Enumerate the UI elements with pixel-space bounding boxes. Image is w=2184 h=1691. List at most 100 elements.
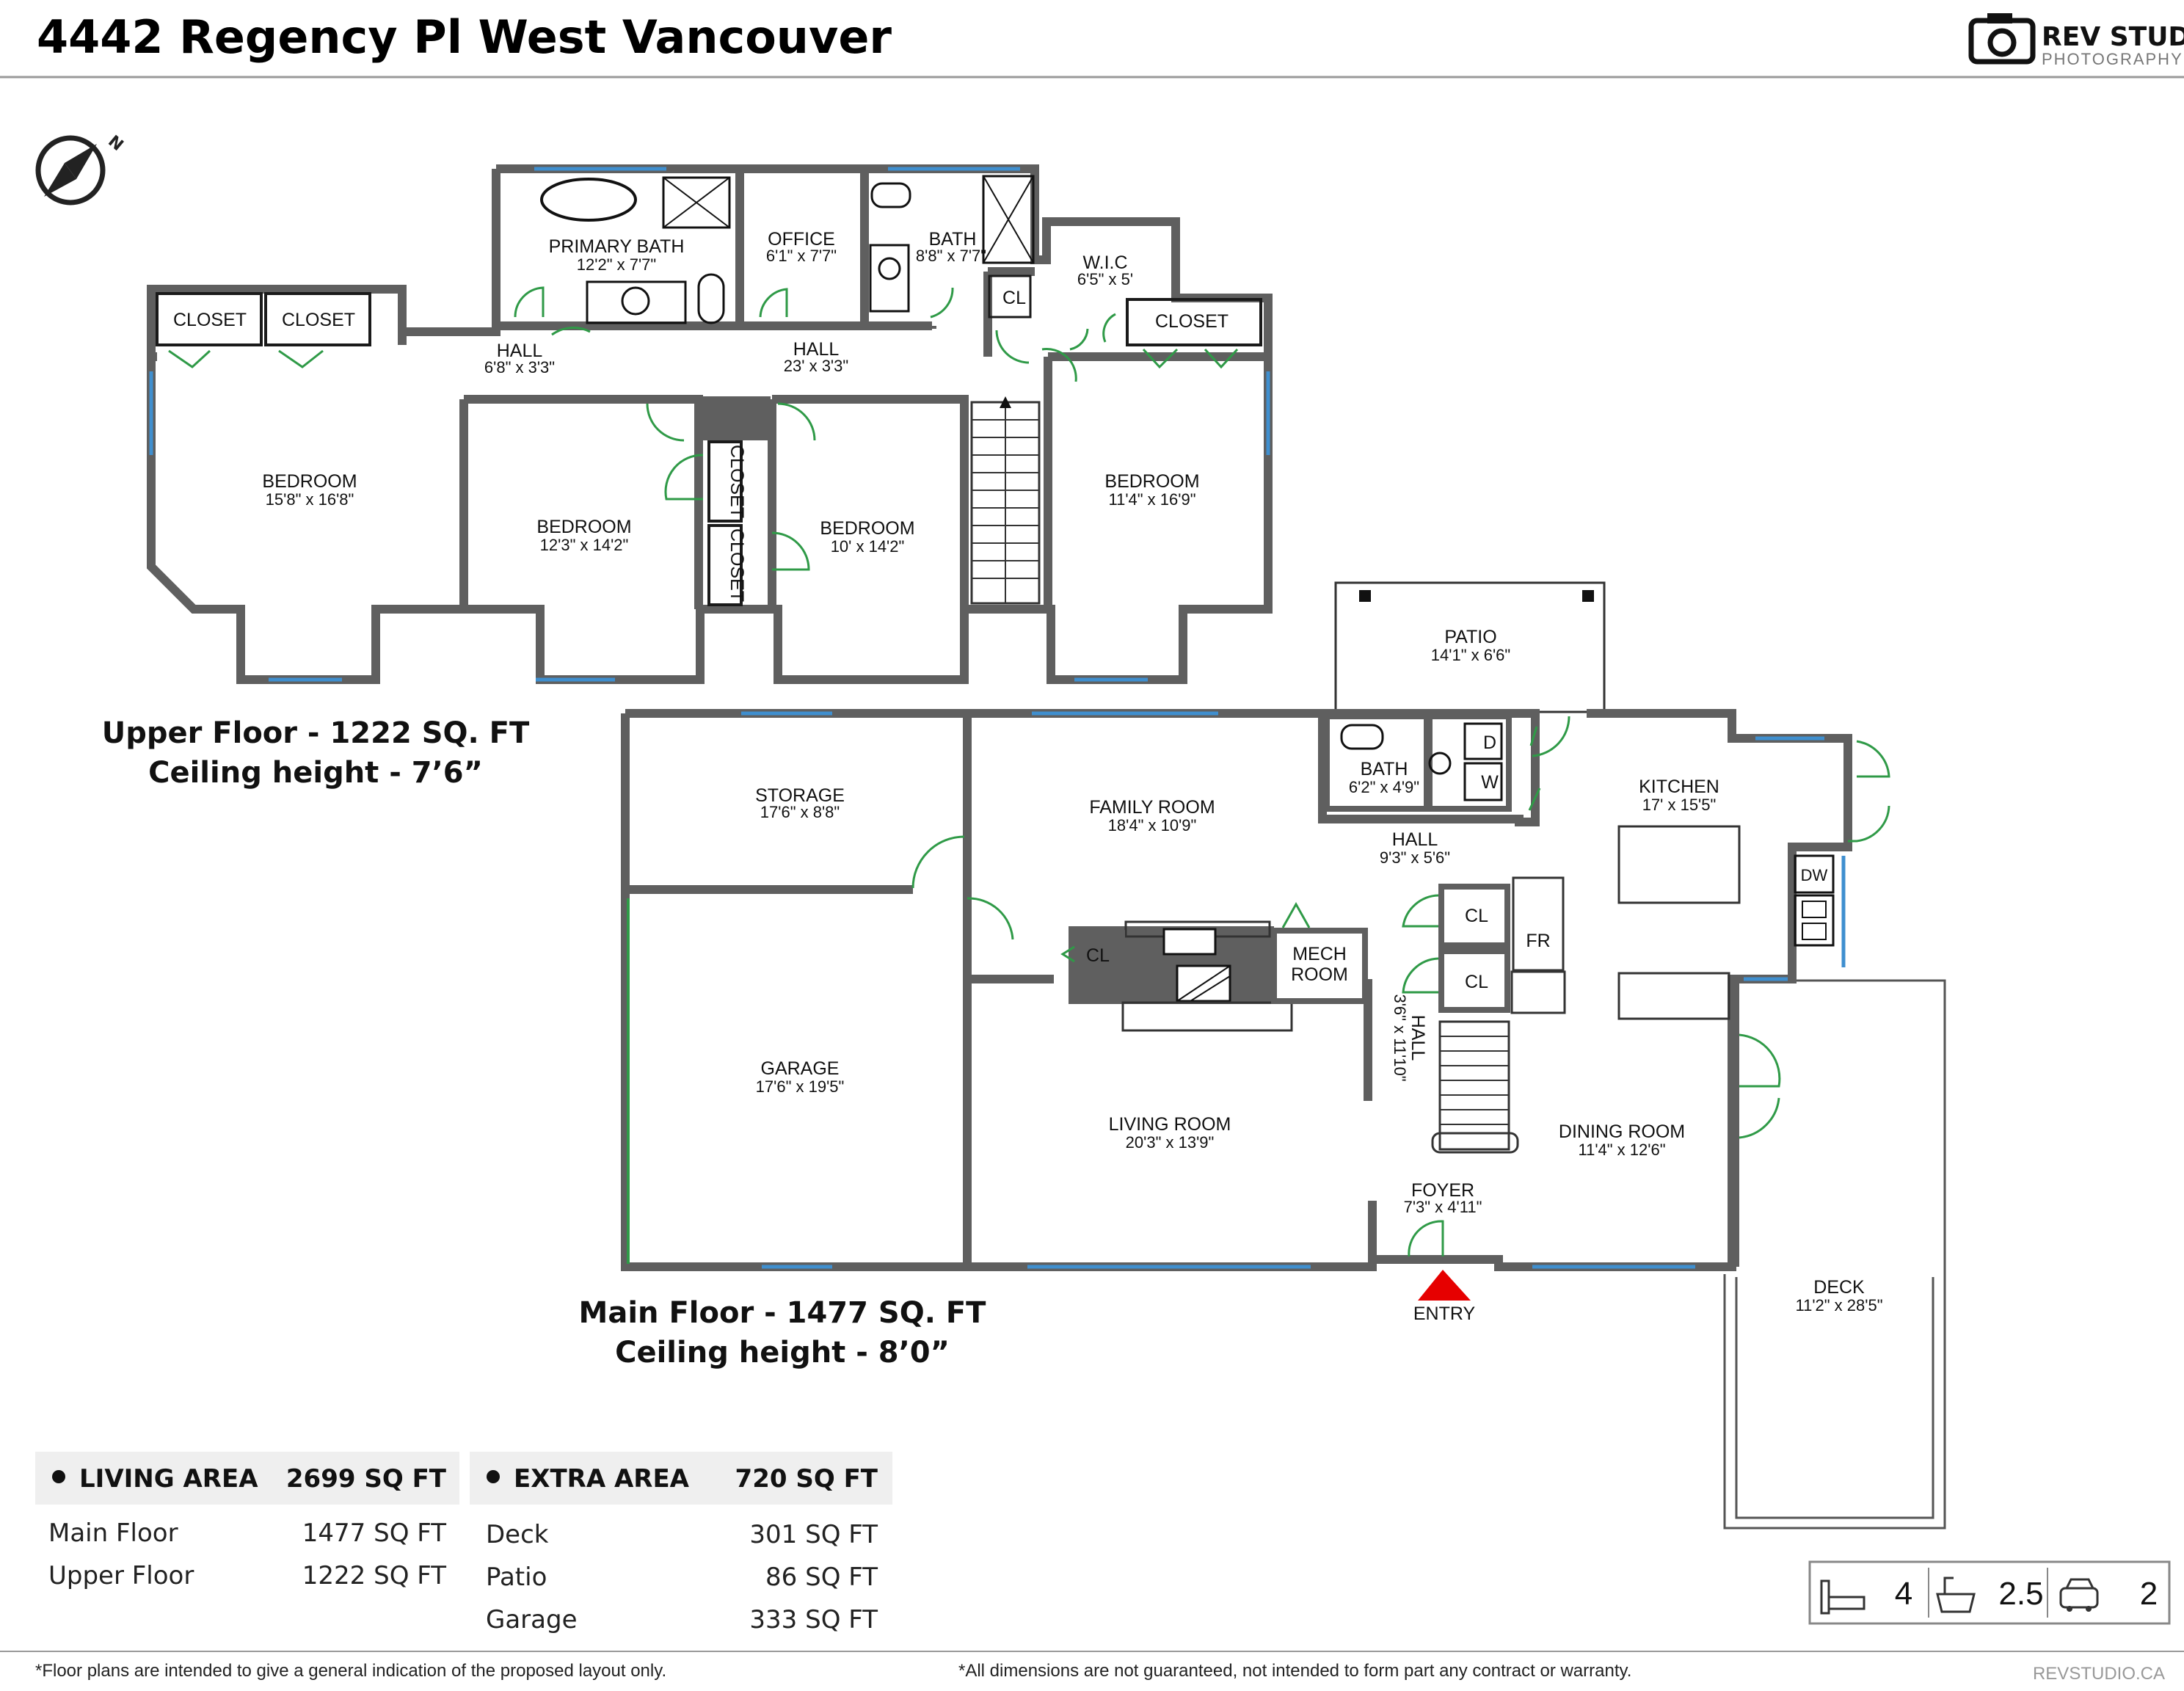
room-hall-main: HALL [1392,829,1438,850]
room-bath-main: BATH [1361,759,1408,779]
room-hall-b-dim: 23' x 3'3" [784,357,848,375]
room-deck-dim: 11'2" x 28'5" [1795,1296,1882,1314]
page-title: 4442 Regency Pl West Vancouver [37,10,892,64]
compass-north-label: N [104,132,126,155]
main-cl-3 [1071,930,1125,978]
room-bedroom-2: BEDROOM [536,517,631,537]
room-hall-b: HALL [793,339,840,360]
fridge-box [1512,876,1565,972]
car-icon [2059,1578,2099,1612]
room-office: OFFICE [768,229,835,250]
living-area-title: LIVING AREA [79,1464,258,1494]
room-bedroom-4: BEDROOM [1104,471,1199,492]
room-dining-room: DINING ROOM [1559,1121,1685,1142]
upper-cl-box [988,274,1032,319]
deck-outline [1723,979,1946,1530]
room-kitchen-dim: 17' x 15'5" [1642,796,1717,814]
extra-row-value: 333 SQ FT [749,1605,878,1634]
room-deck: DECK [1813,1277,1865,1298]
living-row-label: Upper Floor [48,1561,194,1590]
room-bath-main-dim: 6'2" x 4'9" [1349,778,1419,796]
room-cl-upper: CL [1002,288,1026,308]
main-floor-label: Main Floor - 1477 SQ. FT [579,1296,987,1330]
bullet-icon [52,1470,65,1483]
room-wic-dim: 6'5" x 5' [1077,270,1133,288]
room-closet-c: CLOSET [1155,311,1228,332]
main-staircase [1431,1020,1519,1154]
stats-box: 4 2.5 2 [1808,1560,2171,1625]
main-floor-labels: PATIO 14'1" x 6'6" STORAGE 17'6" x 8'8" … [579,627,1883,1370]
upper-floor-labels: PRIMARY BATH 12'2" x 7'7" OFFICE 6'1" x … [102,229,1228,790]
upper-vanity-icon [586,280,687,324]
bath2-vanity-icon [869,244,910,313]
upper-closet-4 [707,524,743,606]
extra-row-label: Patio [486,1563,547,1592]
extra-row-value: 86 SQ FT [765,1563,878,1592]
camera-icon [1968,13,2036,65]
room-living-room-dim: 20'3" x 13'9" [1126,1133,1215,1152]
room-family-room: FAMILY ROOM [1089,797,1215,818]
washer-box [1463,762,1503,801]
entry-label: ENTRY [1413,1303,1476,1324]
dishwasher-box [1794,854,1835,894]
room-closet-b: CLOSET [282,310,355,330]
living-row-value: 1477 SQ FT [302,1519,446,1548]
bathtub-icon [540,178,637,222]
rev-studio-logo: REV STUDIO PHOTOGRAPHY [1968,13,2184,68]
upper-floor-ceiling: Ceiling height - 7’6” [148,756,483,790]
footer-disclaimer-left: *Floor plans are intended to give a gene… [35,1661,666,1681]
room-cl-main-2: CL [1465,906,1488,926]
room-fr: FR [1526,931,1550,951]
room-office-dim: 6'1" x 7'7" [766,247,837,265]
living-area-table: LIVING AREA 2699 SQ FT Main Floor 1477 S… [35,1452,459,1590]
room-foyer: FOYER [1411,1180,1474,1201]
room-cl-main-1: CL [1086,945,1110,966]
logo-subtitle: PHOTOGRAPHY [2042,50,2183,68]
room-hall-a: HALL [497,341,543,361]
main-toilet-icon [1340,724,1384,750]
room-primary-bath: PRIMARY BATH [549,236,685,257]
kitchen-counter [1617,972,1730,1020]
extra-area-total: 720 SQ FT [735,1464,878,1494]
mech-room-box [1271,928,1368,1004]
dryer-box [1463,722,1503,760]
extra-area-title: EXTRA AREA [514,1464,690,1494]
room-cl-main-3: CL [1465,972,1488,992]
upper-floor-label: Upper Floor - 1222 SQ. FT [102,716,530,750]
room-hall-main-dim: 9'3" x 5'6" [1380,848,1450,867]
main-floor-ceiling: Ceiling height - 8’0” [615,1336,950,1370]
label-washer: W [1481,772,1499,793]
room-hall-a-dim: 6'8" x 3'3" [484,358,555,377]
living-area-total: 2699 SQ FT [286,1464,447,1494]
main-cl-1 [1438,884,1510,948]
upper-closet-5 [1126,298,1262,346]
room-family-room-dim: 18'4" x 10'9" [1108,816,1197,834]
room-bedroom-3: BEDROOM [820,518,914,539]
room-bath-upper-dim: 8'8" x 7'7" [916,247,986,265]
extra-row-label: Deck [486,1520,549,1549]
entry-arrow-icon [1418,1270,1471,1301]
bullet-icon [487,1470,500,1483]
main-cl-2 [1438,948,1510,1013]
main-floor-plan [621,581,1946,1530]
sink-box [1794,894,1835,947]
room-closet-vert-1: CLOSET [727,445,747,518]
upper-toilet-icon [697,273,725,324]
bathtub-small-icon [1936,1577,1976,1613]
room-mech: MECH [1292,944,1347,964]
room-garage: GARAGE [761,1058,840,1079]
room-bedroom-2-dim: 12'3" x 14'2" [540,536,629,554]
room-mech-sub: ROOM [1291,964,1348,985]
compass-icon: N [35,132,126,206]
upper-closet-1 [156,292,263,346]
logo-brand: REV STUDIO [2042,22,2184,52]
room-patio-dim: 14'1" x 6'6" [1431,646,1510,664]
room-dining-room-dim: 11'4" x 12'6" [1578,1141,1665,1159]
room-wic: W.I.C [1082,252,1127,273]
room-foyer-dim: 7'3" x 4'11" [1404,1198,1482,1216]
room-closet-vert-2: CLOSET [727,528,747,602]
room-garage-dim: 17'6" x 19'5" [756,1077,845,1096]
extra-row-label: Garage [486,1605,578,1634]
room-bedroom-1: BEDROOM [262,471,357,492]
